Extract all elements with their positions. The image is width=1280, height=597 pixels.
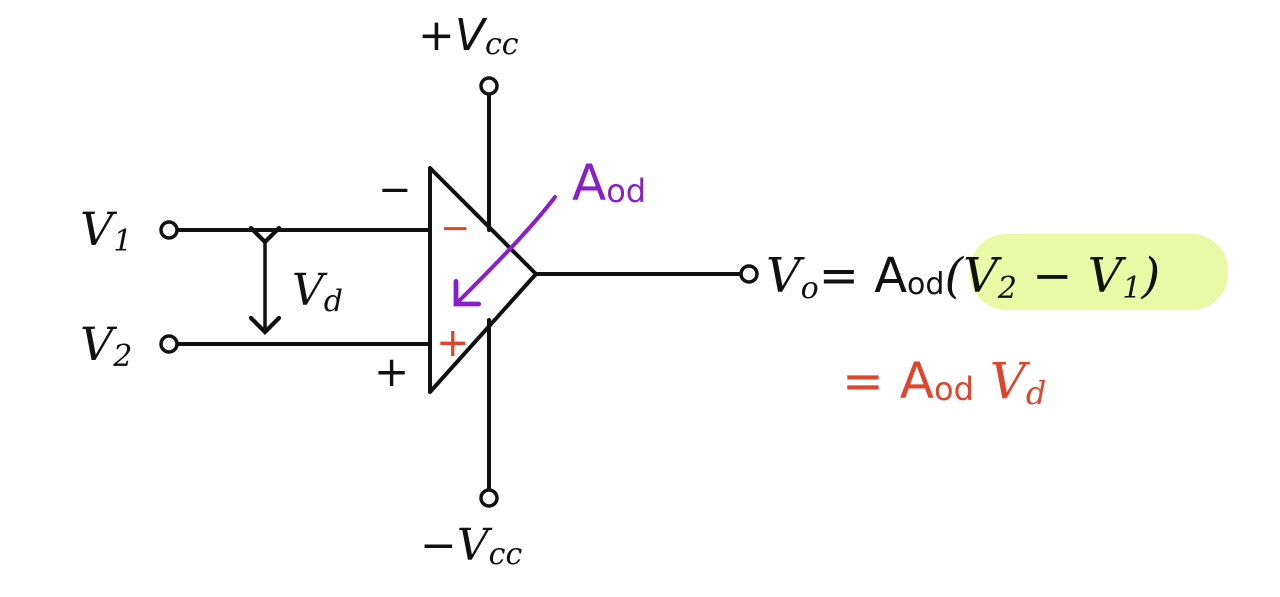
negative-supply-main: −V [420,520,493,571]
vd-subscript: d [324,284,343,319]
eq2-vd-subscript: d [1026,374,1046,412]
eq1-vo: V [766,248,805,304]
eq2-equals-gain: = A [842,352,934,410]
inner-plus-sign: + [436,320,470,366]
vd-main: V [292,265,328,316]
output-terminal [739,264,759,284]
gain-label-main: A [572,154,606,212]
gain-pointer-arrow [453,195,557,307]
eq2-gain-subscript: od [934,370,974,408]
outer-plus-sign: + [374,347,409,396]
eq1-open-paren-v2: (V [944,248,1002,304]
opamp-triangle [428,166,538,394]
eq1-minus-v1: − V [1017,248,1127,304]
input-v2-main: V [80,317,118,371]
eq1-equals-gain: = A [819,248,907,304]
vd-label: Vd [292,265,343,319]
equation-line-1: Vo= Aod(V2 − V1) [766,248,1160,306]
outer-minus-sign: − [378,167,412,213]
input-v1-terminal [159,220,179,240]
input-v1-label: V1 [80,202,132,259]
equation-line-2: = Aod Vd [842,352,1046,412]
negative-supply-terminal [479,488,499,508]
positive-supply-terminal [479,76,499,96]
eq1-close-paren: ) [1140,248,1160,304]
gain-label-subscript: od [606,172,646,210]
eq1-v1-subscript: 1 [1122,271,1141,306]
gain-label: Aod [572,154,646,212]
positive-supply-subscript: cc [485,27,519,62]
eq1-vo-subscript: o [801,271,819,306]
eq2-v: V [974,352,1031,410]
input-v1-subscript: 1 [113,224,132,259]
eq1-gain-subscript: od [907,267,944,302]
positive-supply-main: +V [418,10,488,61]
eq1-v2-subscript: 2 [997,271,1017,306]
negative-supply-subscript: cc [489,537,523,572]
input-v2-label: V2 [80,317,132,374]
negative-supply-label: −Vcc [420,520,522,572]
inner-minus-sign: − [440,208,470,249]
equation-highlight [970,234,1228,310]
positive-supply-label: +Vcc [418,10,519,62]
input-v2-subscript: 2 [112,339,132,374]
input-v1-main: V [80,202,118,256]
input-v2-terminal [159,334,179,354]
